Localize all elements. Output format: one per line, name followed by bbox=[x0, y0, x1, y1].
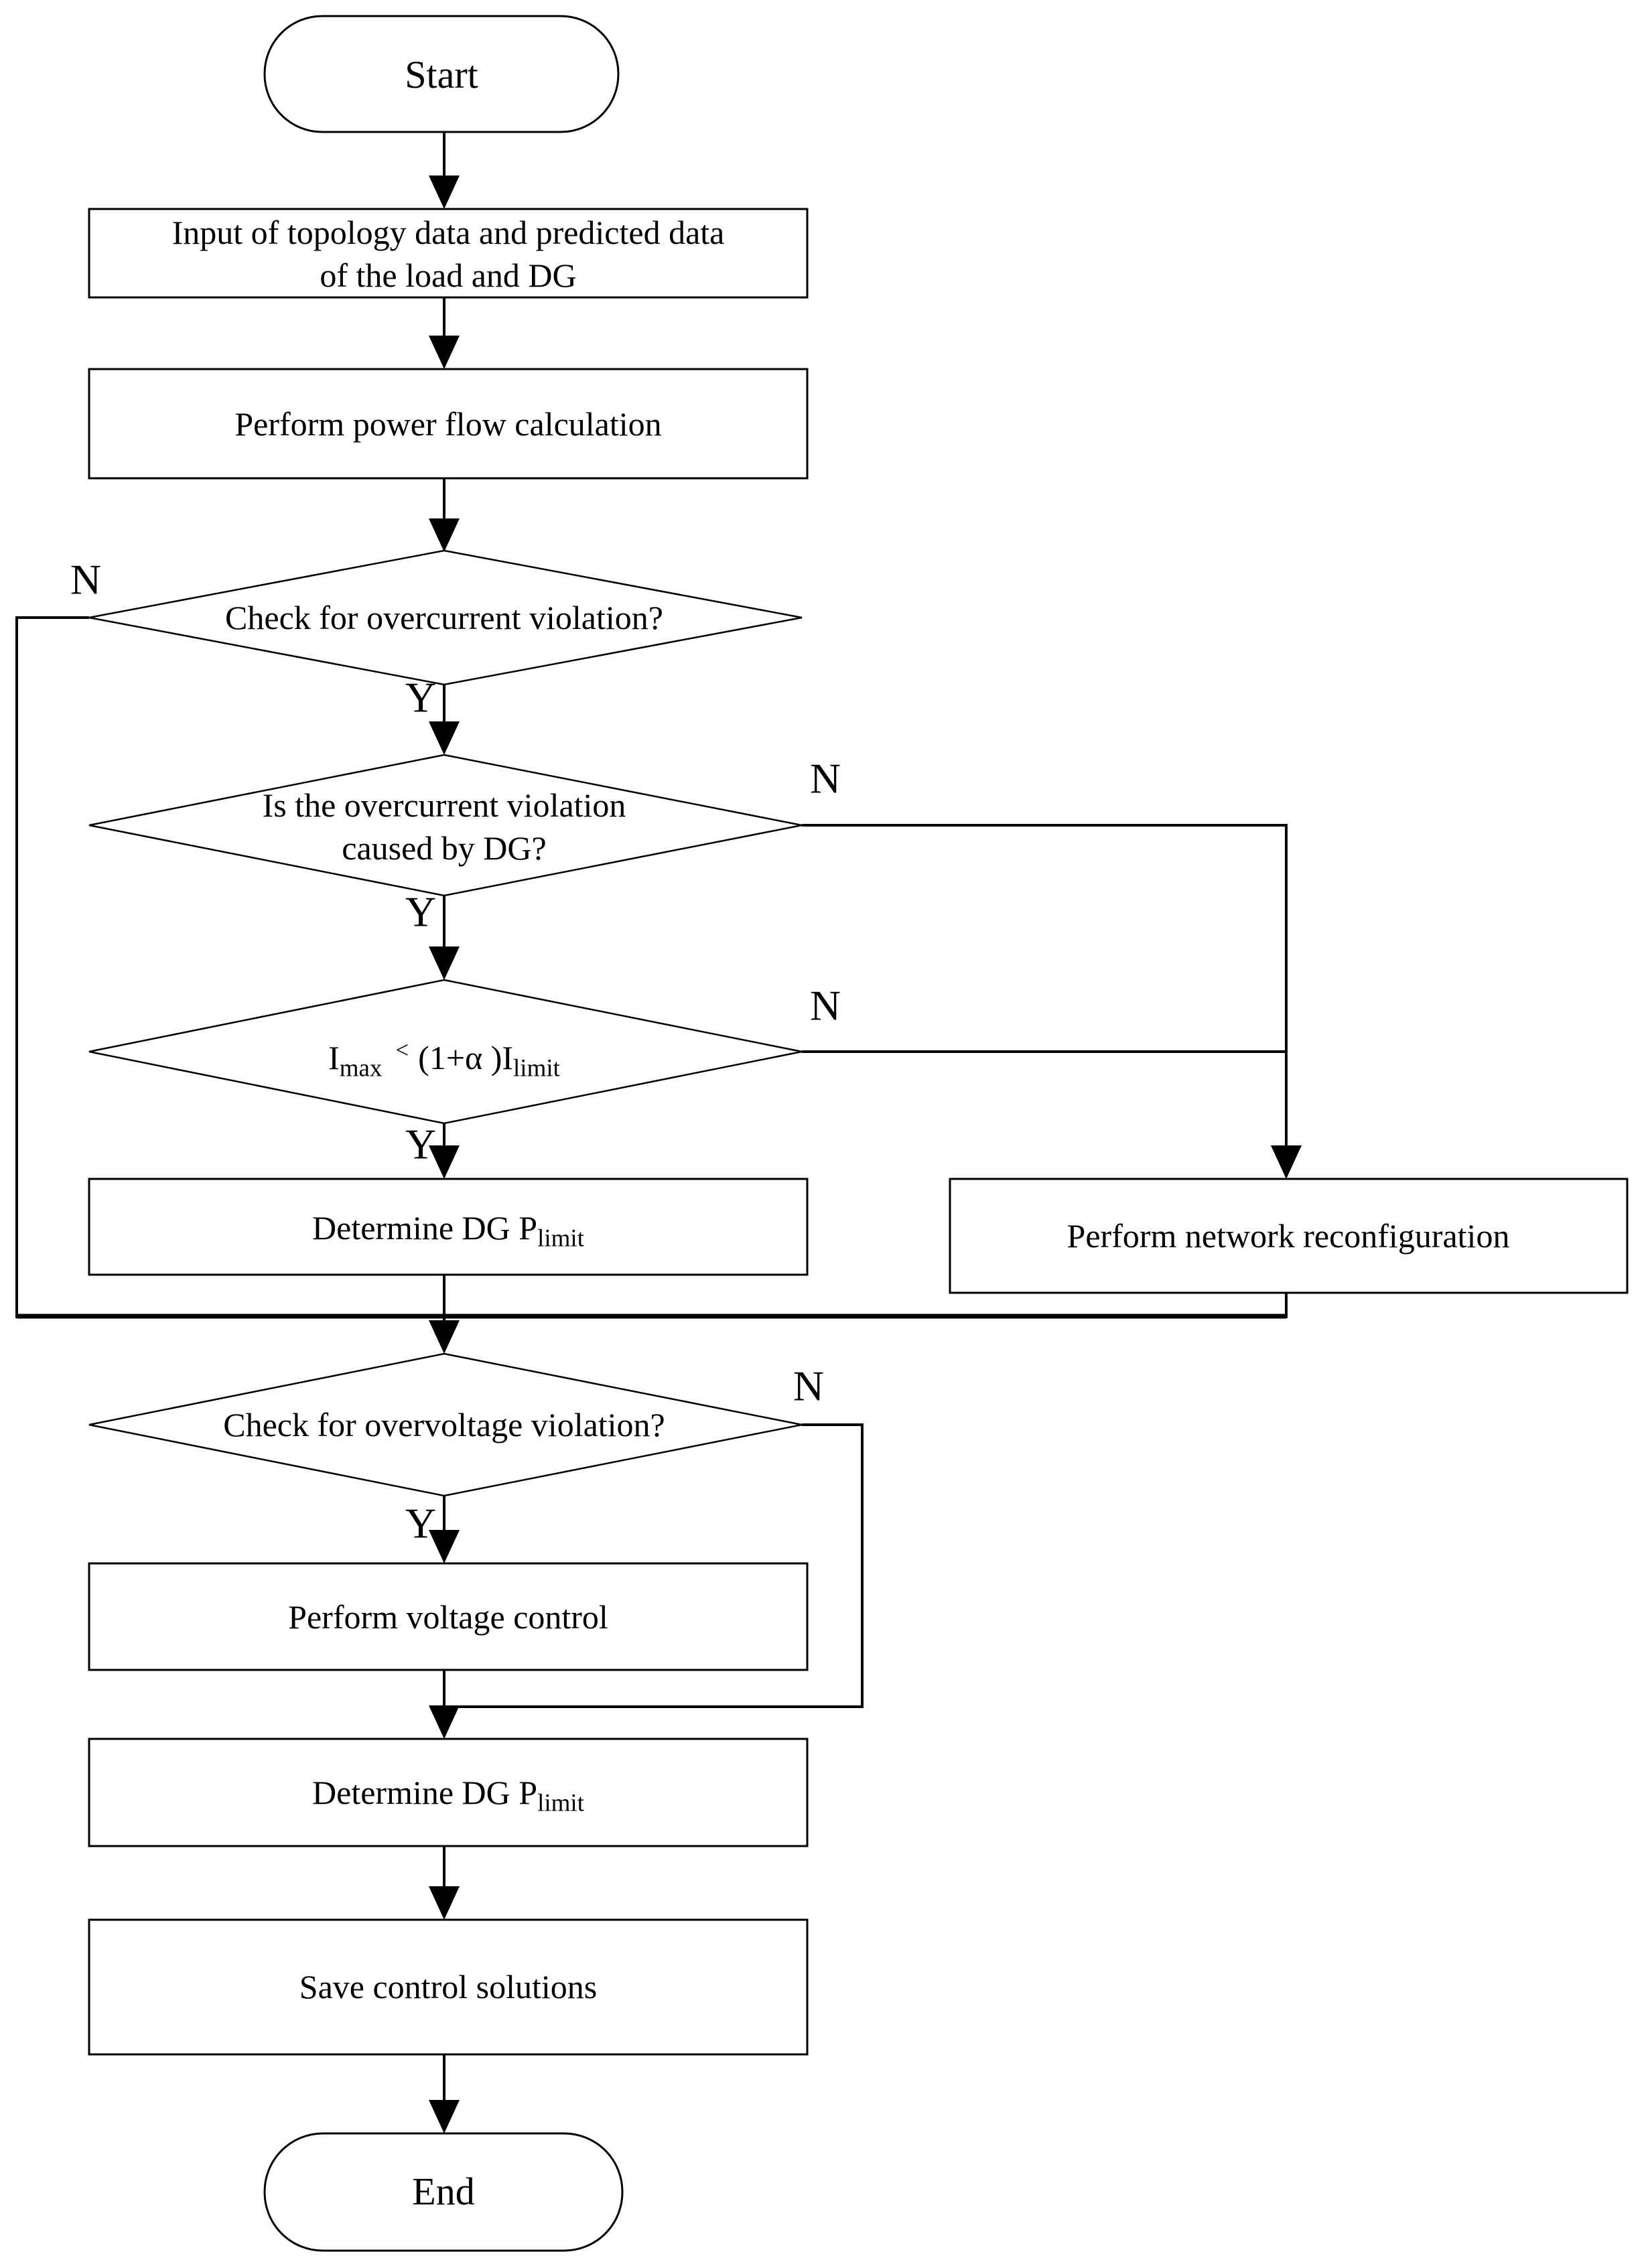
input-data-label: Input of topology data and predicted dat… bbox=[172, 211, 725, 297]
determine-plimit-2-main: Determine DG P bbox=[312, 1774, 538, 1811]
overvoltage-decision bbox=[88, 1352, 803, 1497]
arrowhead-4 bbox=[429, 721, 460, 755]
caused-by-dg-label-line1: Is the overcurrent violation bbox=[262, 786, 626, 824]
branch-label-n-caused-by-dg: N bbox=[809, 754, 841, 802]
determine-plimit-label-2: Determine DG Plimit bbox=[312, 1772, 584, 1815]
overvoltage-decision-label: Check for overvoltage violation? bbox=[223, 1406, 665, 1443]
determine-plimit-label-1: Determine DG Plimit bbox=[312, 1208, 584, 1251]
arrowhead-11 bbox=[429, 2100, 460, 2133]
imax-limit-decision bbox=[88, 979, 803, 1125]
start-node bbox=[263, 15, 620, 133]
save-control-solutions-box bbox=[88, 1918, 809, 2056]
determine-plimit-2-sub: limit bbox=[537, 1789, 584, 1817]
power-flow-label: Perform power flow calculation bbox=[234, 405, 662, 443]
input-data-box bbox=[88, 208, 809, 299]
arrowhead-1 bbox=[429, 175, 460, 209]
end-label: End bbox=[412, 2170, 475, 2214]
power-flow-box bbox=[88, 368, 809, 480]
less-than-operator: < bbox=[395, 1037, 409, 1064]
branch-label-y-overvoltage: Y bbox=[405, 1499, 437, 1547]
arrowhead-10 bbox=[429, 1886, 460, 1920]
caused-by-dg-decision bbox=[88, 754, 803, 897]
arrowhead-12 bbox=[1271, 1145, 1302, 1179]
voltage-control-label: Perform voltage control bbox=[288, 1598, 608, 1636]
determine-plimit-1-sub: limit bbox=[537, 1224, 584, 1253]
input-data-label-line2: of the load and DG bbox=[320, 257, 577, 294]
arrowhead-5 bbox=[429, 946, 460, 980]
branch-label-n-overcurrent: N bbox=[70, 555, 102, 604]
determine-dg-plimit-box-1 bbox=[88, 1178, 809, 1276]
branch-label-n-overvoltage: N bbox=[793, 1362, 825, 1410]
caused-by-dg-label-line2: caused by DG? bbox=[342, 829, 547, 867]
arrowhead-6 bbox=[429, 1145, 460, 1179]
determine-plimit-1-main: Determine DG P bbox=[312, 1209, 538, 1247]
imax-symbol: I bbox=[328, 1038, 340, 1076]
imax-limit-formula: Imax < (1+α )Ilimit bbox=[328, 1036, 560, 1080]
network-reconfiguration-box bbox=[949, 1178, 1629, 1294]
arrowhead-2 bbox=[429, 336, 460, 369]
overcurrent-decision-label: Check for overcurrent violation? bbox=[225, 599, 663, 636]
arrowhead-7 bbox=[429, 1320, 460, 1354]
end-node bbox=[263, 2132, 624, 2252]
start-label: Start bbox=[405, 53, 478, 97]
imax-formula-middle: (1+α )I bbox=[418, 1038, 514, 1076]
overcurrent-decision bbox=[88, 549, 803, 686]
arrowhead-9 bbox=[429, 1705, 460, 1739]
branch-label-y-overcurrent: Y bbox=[405, 673, 437, 721]
voltage-control-box bbox=[88, 1562, 809, 1671]
ilimit-subscript: limit bbox=[513, 1054, 560, 1082]
imax-subscript: max bbox=[339, 1054, 383, 1082]
input-data-label-line1: Input of topology data and predicted dat… bbox=[171, 214, 725, 251]
arrowhead-3 bbox=[429, 518, 460, 552]
arrowhead-8 bbox=[429, 1530, 460, 1563]
caused-by-dg-label: Is the overcurrent violation caused by D… bbox=[263, 784, 626, 869]
branch-label-y-caused-by-dg: Y bbox=[405, 888, 437, 936]
branch-label-y-imax-limit: Y bbox=[405, 1120, 437, 1168]
save-control-solutions-label: Save control solutions bbox=[299, 1968, 598, 2005]
determine-dg-plimit-box-2 bbox=[88, 1738, 809, 1847]
network-reconfiguration-label: Perform network reconfiguration bbox=[1066, 1217, 1510, 1255]
branch-label-n-imax-limit: N bbox=[809, 981, 841, 1030]
